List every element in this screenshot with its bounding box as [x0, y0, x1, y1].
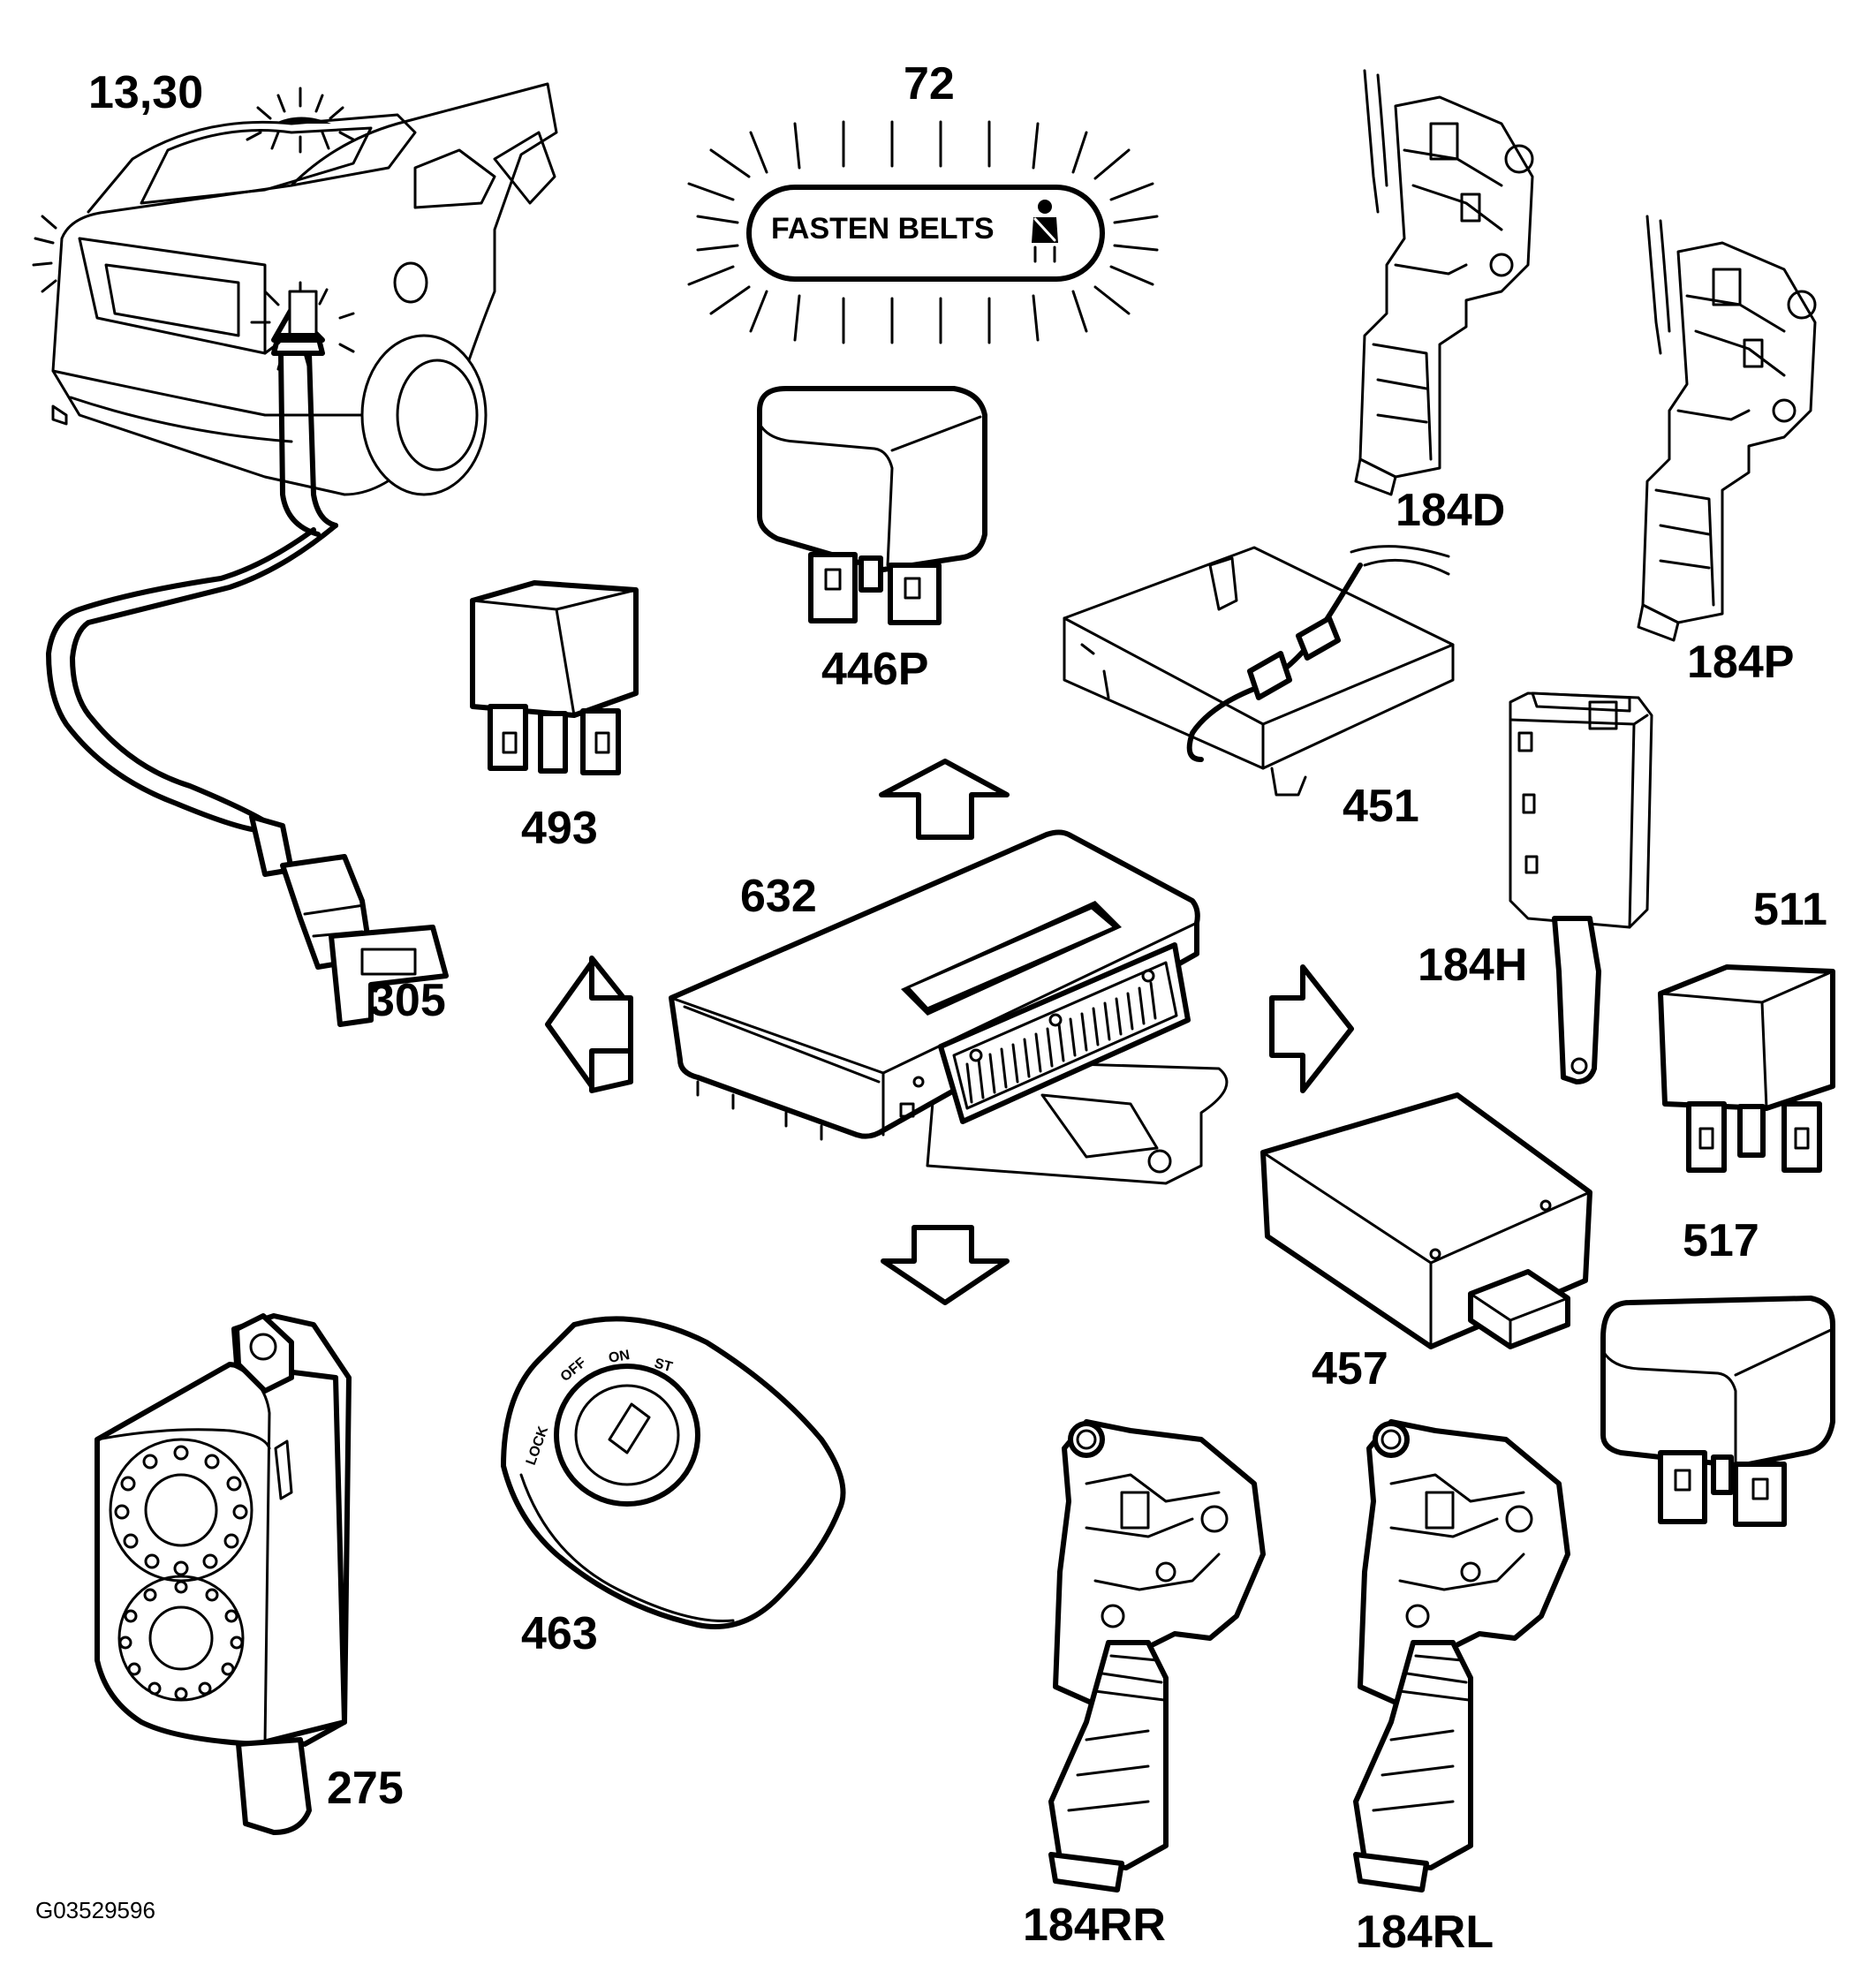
label-module-451: 451 — [1343, 781, 1419, 832]
label-relay-493: 493 — [521, 803, 598, 854]
label-siren: 275 — [327, 1763, 404, 1814]
relay-493 — [470, 580, 639, 775]
relay-517 — [1600, 1296, 1835, 1527]
arrow-left-shape — [545, 960, 633, 1089]
ignition-switch: LOCK OFF ON ST — [501, 1316, 846, 1629]
arrow-right — [1269, 964, 1354, 1093]
label-ignition-switch: 463 — [521, 1608, 598, 1659]
label-warning-lamp: 72 — [904, 58, 955, 110]
ignition-on-label: ON — [608, 1348, 632, 1366]
label-door-lock-rear-right: 184RR — [1023, 1900, 1166, 1951]
label-door-lock-rear-left: 184RL — [1356, 1907, 1494, 1958]
label-control-module: 632 — [740, 871, 817, 922]
relay-511 — [1658, 964, 1835, 1173]
label-door-lock-passenger: 184P — [1687, 637, 1794, 688]
label-car: 13,30 — [88, 67, 203, 118]
label-relay-446p: 446P — [821, 644, 928, 695]
door-lock-rear-left — [1353, 1419, 1570, 1893]
label-sensor-305: 305 — [369, 975, 446, 1026]
sensor-305 — [46, 290, 449, 1027]
module-451 — [1063, 545, 1455, 797]
warning-lamp-sign: FASTEN BELTS — [687, 120, 1159, 344]
control-module — [669, 829, 1229, 1185]
door-lock-passenger — [1637, 215, 1817, 642]
car-illustration — [32, 82, 558, 496]
label-relay-517: 517 — [1683, 1215, 1759, 1266]
siren-275 — [95, 1313, 352, 1835]
ignition-st-label: ST — [653, 1356, 674, 1375]
relay-446p — [757, 386, 987, 625]
sign-text: FASTEN BELTS — [771, 212, 995, 246]
module-457 — [1260, 1092, 1592, 1349]
arrow-up — [879, 759, 1010, 840]
figure-code: G03529596 — [35, 1897, 155, 1923]
label-module-457: 457 — [1312, 1343, 1388, 1394]
door-lock-rear-right — [1048, 1419, 1266, 1893]
seatbelt-icon — [1032, 200, 1058, 263]
arrow-down — [881, 1225, 1010, 1305]
door-lock-driver — [1354, 69, 1534, 496]
label-door-lock-driver: 184D — [1396, 485, 1505, 536]
label-relay-511: 511 — [1753, 884, 1827, 935]
tailgate-lock — [1509, 691, 1653, 1084]
label-tailgate-lock: 184H — [1418, 940, 1527, 991]
